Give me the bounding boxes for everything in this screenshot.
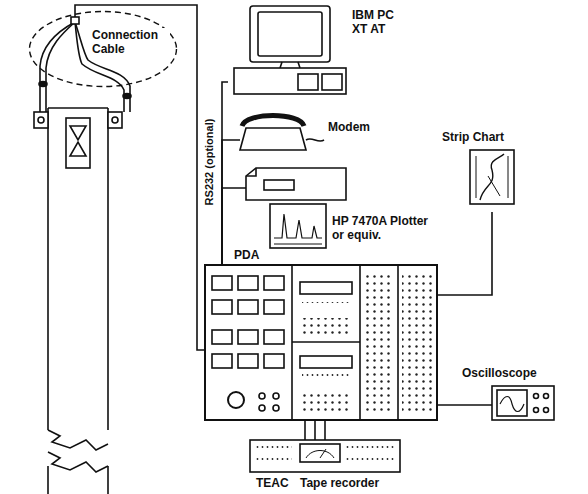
device-label: Connection Cable (90, 28, 170, 56)
signal-cable (222, 140, 240, 265)
plotter-unit: HP 7470A Plotter or equiv. (236, 160, 436, 252)
strip-chart-unit: Strip Chart (440, 126, 545, 212)
device-label: HP 7470A Plotter or equiv. (330, 214, 440, 242)
interface-label: RS232 (optional) (203, 117, 216, 208)
signal-cable (222, 82, 228, 265)
signal-cable (315, 420, 316, 440)
signal-cable (75, 5, 205, 350)
cable-region: Connection Cable (28, 10, 178, 88)
signal-cable (325, 420, 326, 440)
signal-cable (437, 212, 492, 295)
computer-unit: IBM PC XT AT (228, 2, 413, 98)
signal-cable (437, 405, 492, 406)
device-label: Tape recorder (300, 476, 379, 490)
tape-recorder-unit: TEAC Tape recorder (245, 436, 410, 492)
device-label: PDA (234, 248, 259, 262)
device-label: TEAC (256, 476, 289, 490)
signal-cable (305, 420, 306, 440)
modem-unit: Modem (232, 102, 382, 154)
device-label: Strip Chart (442, 130, 504, 144)
device-label: Modem (328, 120, 370, 134)
pda-unit: PDA (205, 265, 437, 420)
device-label: Oscilloscope (462, 366, 537, 380)
oscilloscope-unit: Oscilloscope (455, 362, 575, 424)
device-label: IBM PC XT AT (352, 8, 408, 36)
